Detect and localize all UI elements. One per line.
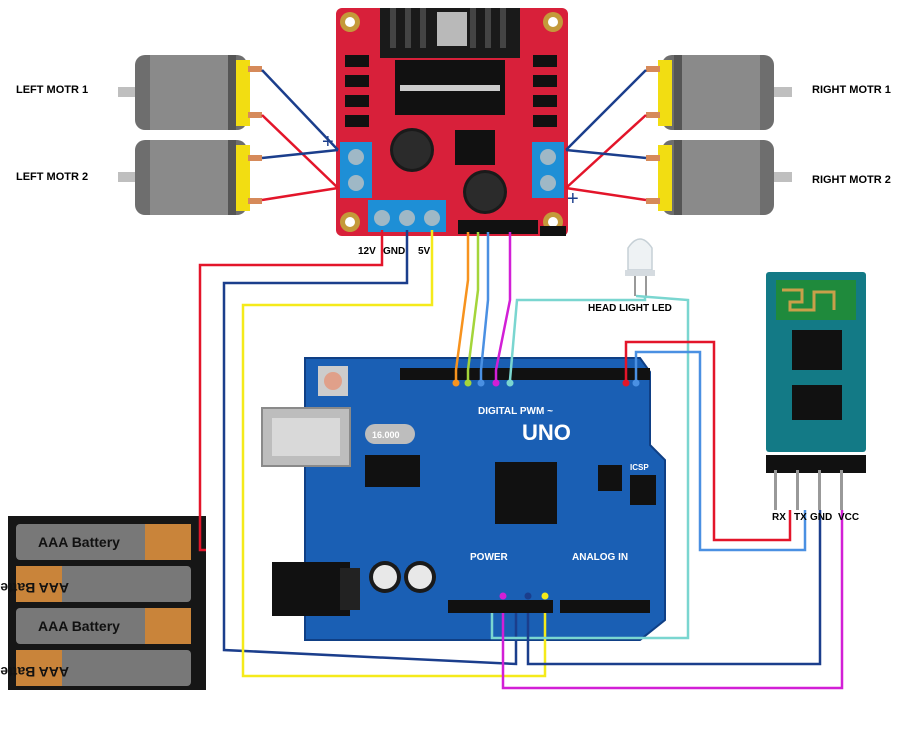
wire-bt-vcc — [501, 510, 844, 690]
left-motor-1 — [118, 55, 262, 130]
bt-pin-vcc: VCC — [838, 512, 860, 523]
right-motor-1 — [646, 55, 792, 130]
battery-4-label: AAA Battery — [0, 664, 69, 680]
arduino-uno-board — [261, 357, 666, 641]
wire-led-gnd — [490, 294, 690, 640]
bt-pin-tx: TX — [794, 512, 807, 523]
label-right-motor-2: RIGHT MOTR 2 — [812, 174, 891, 186]
label-5v: 5V — [418, 246, 431, 257]
wire-bt-rx — [624, 340, 792, 542]
wire-led — [508, 296, 647, 381]
arduino-analog-label: ANALOG IN — [572, 552, 628, 563]
wire-right-motor1-a — [565, 69, 647, 151]
wire-12v — [198, 230, 384, 552]
battery-pack: AAA Battery AAA Battery AAA Battery AAA … — [0, 516, 206, 690]
label-right-motor-1: RIGHT MOTR 1 — [812, 84, 891, 96]
wires — [198, 69, 844, 690]
wire-in2 — [466, 232, 480, 380]
wire-left-motor2-a — [261, 148, 339, 160]
head-light-led — [625, 238, 655, 296]
wire-left-motor1-a — [261, 69, 339, 151]
bluetooth-module — [766, 272, 866, 510]
pin-markers — [452, 379, 640, 600]
wire-left-motor2-b — [261, 186, 339, 202]
arduino-name: UNO — [522, 420, 571, 445]
label-12v: 12V — [358, 246, 376, 257]
bt-pin-gnd: GND — [810, 512, 833, 523]
label-left-motor-2: LEFT MOTR 2 — [16, 171, 89, 183]
wire-right-motor2-a — [565, 148, 647, 160]
plus-left: + — [322, 131, 334, 153]
wire-left-motor1-b — [261, 114, 339, 189]
battery-2-label: AAA Battery — [0, 580, 69, 596]
wire-right-motor2-b — [565, 186, 647, 202]
arduino-power-label: POWER — [470, 552, 509, 563]
wire-in3 — [479, 232, 490, 380]
right-motor-2 — [646, 140, 792, 215]
battery-1-label: AAA Battery — [38, 534, 120, 550]
bt-pin-rx: RX — [772, 512, 786, 523]
arduino-digital-label: DIGITAL PWM ~ — [478, 406, 553, 417]
arduino-crystal-label: 16.000 — [372, 430, 400, 440]
wire-right-motor1-b — [565, 114, 647, 189]
left-motor-2 — [118, 140, 262, 215]
motor-driver-board — [336, 8, 568, 236]
battery-3-label: AAA Battery — [38, 618, 120, 634]
label-left-motor-1: LEFT MOTR 1 — [16, 84, 89, 96]
wire-in1 — [454, 232, 470, 380]
label-head-light-led: HEAD LIGHT LED — [588, 303, 672, 314]
wire-5v — [241, 230, 547, 678]
wire-bt-tx — [634, 350, 807, 552]
label-gnd: GND — [383, 246, 406, 257]
wire-bt-gnd — [526, 510, 822, 666]
wire-gnd — [222, 230, 518, 666]
wire-in4 — [494, 232, 512, 380]
plus-right: + — [567, 188, 579, 210]
arduino-icsp-label: ICSP — [630, 463, 649, 472]
